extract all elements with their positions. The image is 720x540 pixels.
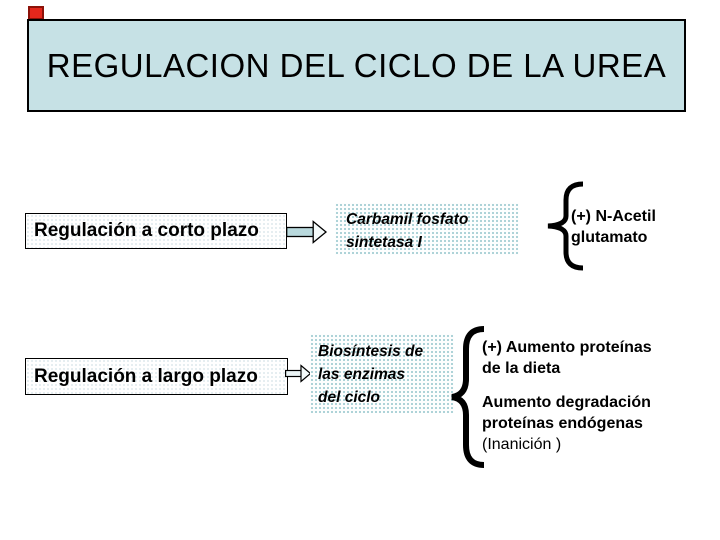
arrow-right-icon (286, 220, 328, 244)
protein-degradation-label: Aumento degradación proteínas endógenas … (482, 392, 652, 455)
left-brace-icon (547, 181, 584, 271)
effect-line: glutamato (571, 229, 648, 246)
title-box: REGULACION DEL CICLO DE LA UREA (27, 19, 686, 112)
red-square-icon (28, 6, 44, 20)
long-term-effects: (+) Aumento proteínas de la dieta Aument… (482, 337, 652, 455)
mediator-line: Carbamil fosfato (346, 211, 469, 228)
n-acetil-glutamato-label: (+) N-Acetil glutamato (571, 206, 656, 248)
dietary-protein-label: (+) Aumento proteínas de la dieta (482, 337, 652, 379)
effect-line: proteínas endógenas (482, 415, 643, 432)
mediator-line: sintetasa I (346, 234, 422, 251)
effect-line: de la dieta (482, 360, 561, 377)
effect-line: (+) Aumento proteínas (482, 339, 652, 356)
carbamil-fosfato-box: Carbamil fosfato sintetasa I (335, 203, 519, 255)
mediator-line: Biosíntesis de (318, 343, 424, 360)
slide-title: REGULACION DEL CICLO DE LA UREA (46, 46, 667, 84)
mediator-line: del ciclo (318, 389, 381, 406)
short-term-regulation-box: Regulación a corto plazo (25, 213, 287, 249)
effect-line-inanicion: (Inanición ) (482, 436, 562, 453)
mediator-line: las enzimas (318, 366, 406, 383)
arrow-right-icon (285, 364, 312, 383)
effect-line: Aumento degradación (482, 394, 651, 411)
effect-line: (+) N-Acetil (571, 208, 656, 225)
left-brace-icon (451, 326, 485, 468)
long-term-regulation-box: Regulación a largo plazo (25, 358, 288, 395)
short-term-regulation-label: Regulación a corto plazo (34, 220, 259, 241)
enzyme-biosynthesis-box: Biosíntesis de las enzimas del ciclo (310, 334, 454, 413)
long-term-regulation-label: Regulación a largo plazo (34, 365, 258, 387)
